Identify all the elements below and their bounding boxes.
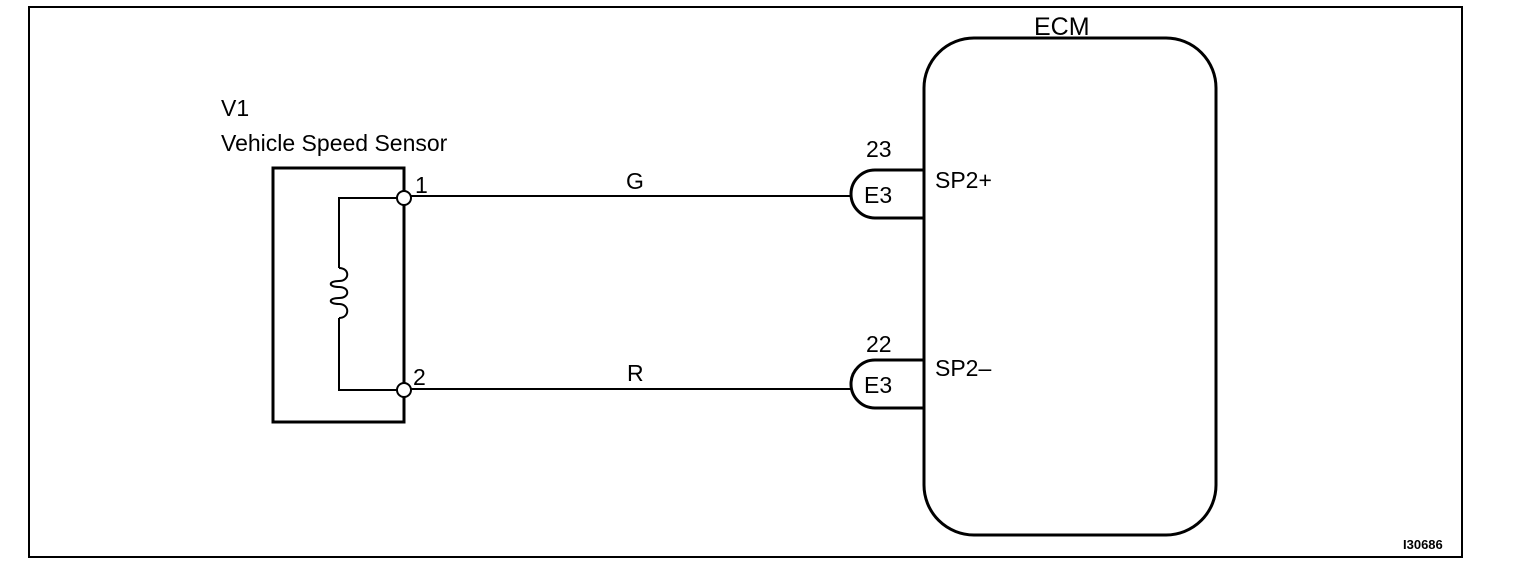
connector-upper-pin: 23 xyxy=(866,136,892,162)
wire-color-upper: G xyxy=(626,168,644,194)
sensor-terminal-2 xyxy=(396,382,412,398)
connector-upper-name: E3 xyxy=(864,182,893,208)
sensor-housing xyxy=(271,166,406,424)
ecm-box xyxy=(922,36,1218,537)
sensor-coil xyxy=(329,267,349,319)
ecm-terminal-lower: SP2– xyxy=(935,355,992,381)
wire-color-lower: R xyxy=(627,360,644,386)
connector-lower-pin: 22 xyxy=(866,331,892,357)
figure-id: I30686 xyxy=(1403,537,1443,552)
sensor-internal-wire-upper xyxy=(338,197,398,268)
ecm-terminal-upper: SP2+ xyxy=(935,167,992,193)
sensor-name: Vehicle Speed Sensor xyxy=(221,130,448,156)
sensor-internal-wire-lower xyxy=(338,318,398,391)
diagram-frame xyxy=(28,6,1463,558)
ecm-title: ECM xyxy=(1034,13,1090,41)
sensor-code: V1 xyxy=(221,95,250,121)
sensor-pin-1-label: 1 xyxy=(415,172,428,198)
sensor-pin-2-label: 2 xyxy=(413,364,426,390)
sensor-terminal-1 xyxy=(396,190,412,206)
connector-e3-upper xyxy=(849,168,924,220)
connector-e3-lower xyxy=(849,358,924,410)
connector-lower-name: E3 xyxy=(864,372,893,398)
